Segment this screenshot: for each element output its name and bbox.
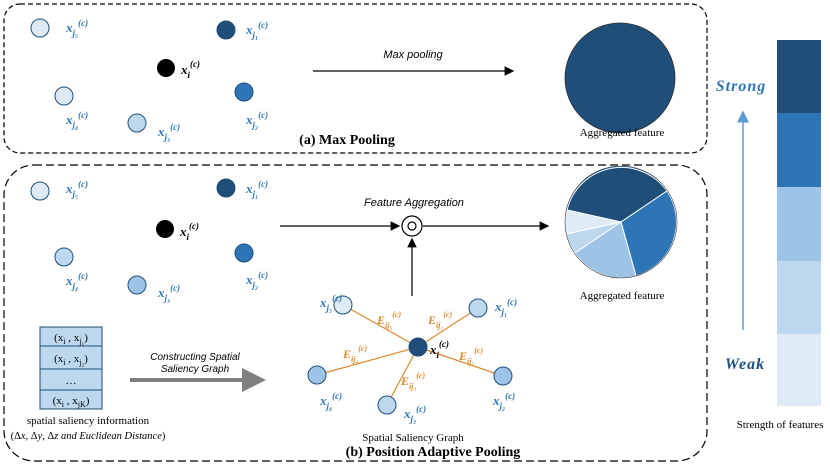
- aggregation-op-inner: [407, 221, 417, 231]
- node-j5-a: [30, 18, 50, 38]
- node-j2-b: [234, 243, 254, 263]
- label-i-a: xi(c): [180, 59, 200, 80]
- node-j1-a: [216, 20, 236, 40]
- label-j3-b: xj₃(c): [157, 283, 180, 303]
- aggregation-label: Feature Aggregation: [364, 197, 464, 209]
- label-j1-b: xj₁(c): [245, 179, 268, 199]
- graph-node-j4: [307, 365, 327, 385]
- construct-label-line1: Constructing Spatial: [150, 352, 240, 363]
- table-caption-line1: spatial saliency information: [27, 415, 150, 427]
- node-i-a: [157, 59, 175, 77]
- caption-a: (a) Max Pooling: [299, 133, 395, 148]
- graph-node-j2: [493, 366, 513, 386]
- strength-level-1: [777, 40, 821, 113]
- graph-node-j3: [377, 395, 397, 415]
- table-caption-line2: (Δx, Δy, Δz and Euclidean Distance): [11, 431, 166, 442]
- label-j4-b: xj₄(c): [65, 271, 88, 291]
- graph-node-i: [408, 337, 428, 357]
- output-label-a: Aggregated feature: [580, 127, 665, 139]
- strength-level-4: [777, 261, 821, 334]
- panel-a-frame: [3, 3, 708, 154]
- saliency-graph-edges: [316, 304, 504, 406]
- edge-label-j4: Eij₄(c): [342, 344, 367, 364]
- panel-b-frame: [3, 164, 708, 462]
- edge-label-j2: Eij₂(c): [458, 346, 483, 366]
- strength-level-3: [777, 187, 821, 261]
- strength-bar: [777, 40, 821, 406]
- node-j3-a: [127, 113, 147, 133]
- edge-label-j3: Eij₃(c): [400, 371, 425, 391]
- graph-caption: Spatial Saliency Graph: [362, 432, 464, 444]
- aggregated-feature-pie: [564, 165, 678, 279]
- label-j2-b: xj₂(c): [245, 270, 268, 290]
- node-j5-b: [30, 181, 50, 201]
- node-i-b: [156, 220, 174, 238]
- strong-label: Strong: [716, 78, 766, 95]
- max-pooling-label: Max pooling: [383, 49, 443, 61]
- node-j3-b: [127, 275, 147, 295]
- edge-label-j5: Eij₅(c): [376, 310, 401, 330]
- graph-node-j5: [333, 295, 353, 315]
- node-j4-a: [54, 86, 74, 106]
- pie-slice-strong: [566, 166, 668, 223]
- graph-label-j1: xj₁(c): [494, 297, 517, 317]
- label-i-b: xi(c): [179, 221, 199, 242]
- label-j3-a: xj₃(c): [157, 122, 180, 142]
- table-row-3: …: [66, 375, 77, 387]
- graph-label-j4: xj₄(c): [319, 391, 342, 411]
- construct-label-line2: Saliency Graph: [161, 364, 230, 375]
- strength-level-2: [777, 113, 821, 187]
- label-j4-a: xj₄(c): [65, 110, 88, 130]
- weak-label: Weak: [725, 356, 765, 373]
- node-j4-b: [54, 247, 74, 267]
- aggregated-feature-max: [564, 22, 676, 134]
- caption-b: (b) Position Adaptive Pooling: [346, 445, 521, 460]
- node-j2-a: [234, 82, 254, 102]
- saliency-table: [39, 326, 103, 410]
- label-j2-a: xj₂(c): [245, 110, 268, 130]
- label-j1-a: xj₁(c): [245, 20, 268, 40]
- strength-level-5: [777, 334, 821, 406]
- graph-label-j3: xj₃(c): [403, 404, 426, 424]
- label-j5-b: xj₅(c): [65, 179, 88, 199]
- label-j5-a: xj₅(c): [65, 18, 88, 38]
- node-j1-b: [216, 178, 236, 198]
- graph-node-j1: [468, 298, 488, 318]
- pie-slice-medium: [620, 190, 677, 277]
- output-label-b: Aggregated feature: [580, 290, 665, 302]
- legend-caption: Strength of features: [737, 419, 824, 431]
- graph-label-j2: xj₂(c): [492, 391, 515, 411]
